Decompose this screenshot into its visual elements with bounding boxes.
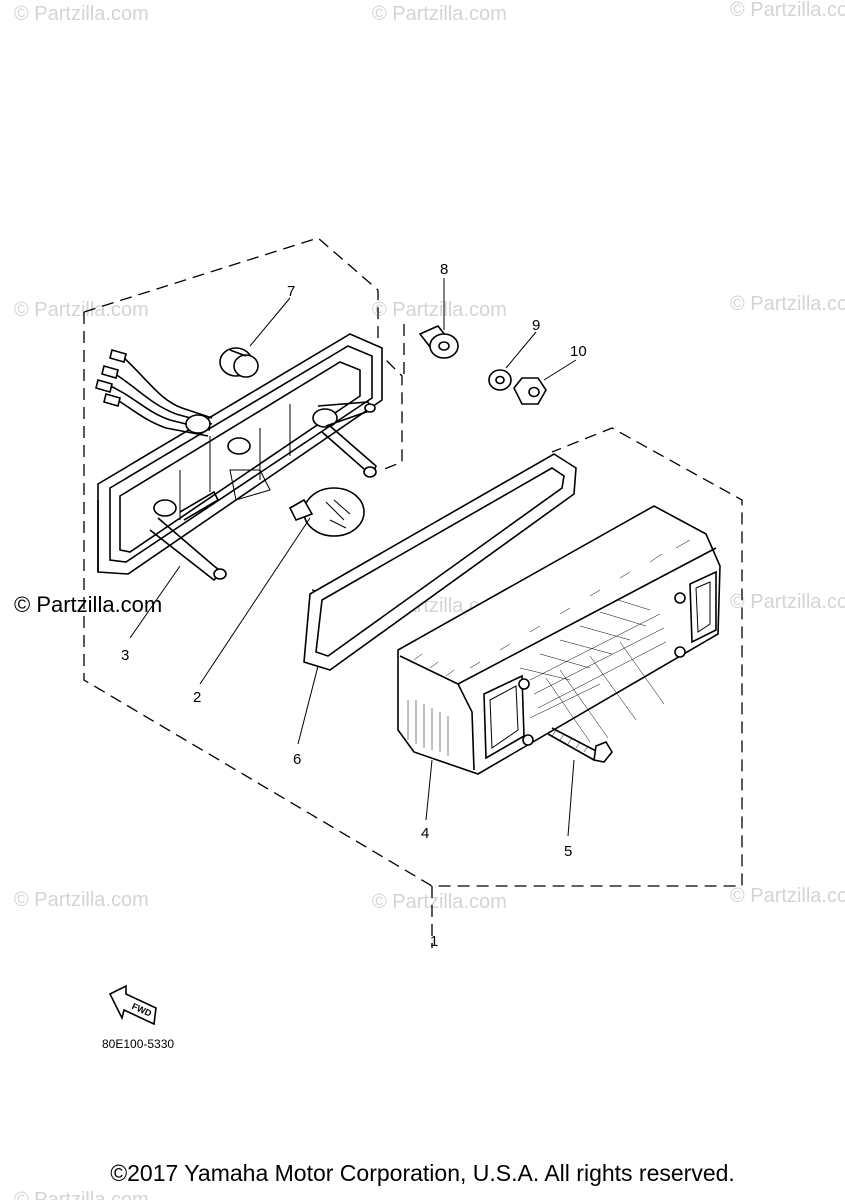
callout-3: 3 xyxy=(121,647,129,664)
callout-2: 2 xyxy=(193,689,201,706)
watermark: © Partzilla.com xyxy=(14,889,149,911)
callout-6: 6 xyxy=(293,751,301,768)
watermark: © Partzilla.com xyxy=(730,591,845,613)
watermark: © Partzilla.com xyxy=(14,299,149,321)
watermark-dark: © Partzilla.com xyxy=(14,592,162,617)
watermark: © Partzilla.com xyxy=(730,885,845,907)
watermark: © Partzilla.com xyxy=(730,293,845,315)
callout-9: 9 xyxy=(532,317,540,334)
watermark: © Partzilla.com xyxy=(372,891,507,913)
part-6-gasket[interactable] xyxy=(303,453,577,671)
callout-1: 1 xyxy=(430,933,438,950)
callout-4: 4 xyxy=(421,825,429,842)
watermark: © Partzilla.com xyxy=(372,3,507,25)
part-7-grommet[interactable] xyxy=(219,347,259,378)
watermark: © Partzilla.com xyxy=(372,299,507,321)
part-4-lens[interactable] xyxy=(397,505,721,775)
callout-numbers: 1 2 3 4 5 6 7 8 9 10 xyxy=(121,261,587,950)
part-3-taillight-base[interactable] xyxy=(95,333,383,582)
callout-7: 7 xyxy=(287,283,295,300)
copyright-notice: ©2017 Yamaha Motor Corporation, U.S.A. A… xyxy=(110,1160,735,1186)
fwd-arrow-icon: FWD xyxy=(108,984,157,1026)
watermark: © Partzilla.com xyxy=(14,3,149,25)
watermark: © Partzilla.com xyxy=(730,0,845,21)
callout-10: 10 xyxy=(570,343,587,360)
callout-5: 5 xyxy=(564,843,572,860)
part-10-nut[interactable] xyxy=(513,377,547,405)
part-8-collar[interactable] xyxy=(418,325,459,359)
callout-8: 8 xyxy=(440,261,448,278)
part-5-screw[interactable] xyxy=(547,727,613,763)
part-9-washer[interactable] xyxy=(488,369,512,391)
part-2-bulb[interactable] xyxy=(288,487,365,537)
watermark: © Partzilla.com xyxy=(14,1189,149,1200)
leader-lines xyxy=(129,278,577,837)
diagram-code: 80E100-5330 xyxy=(102,1037,174,1051)
